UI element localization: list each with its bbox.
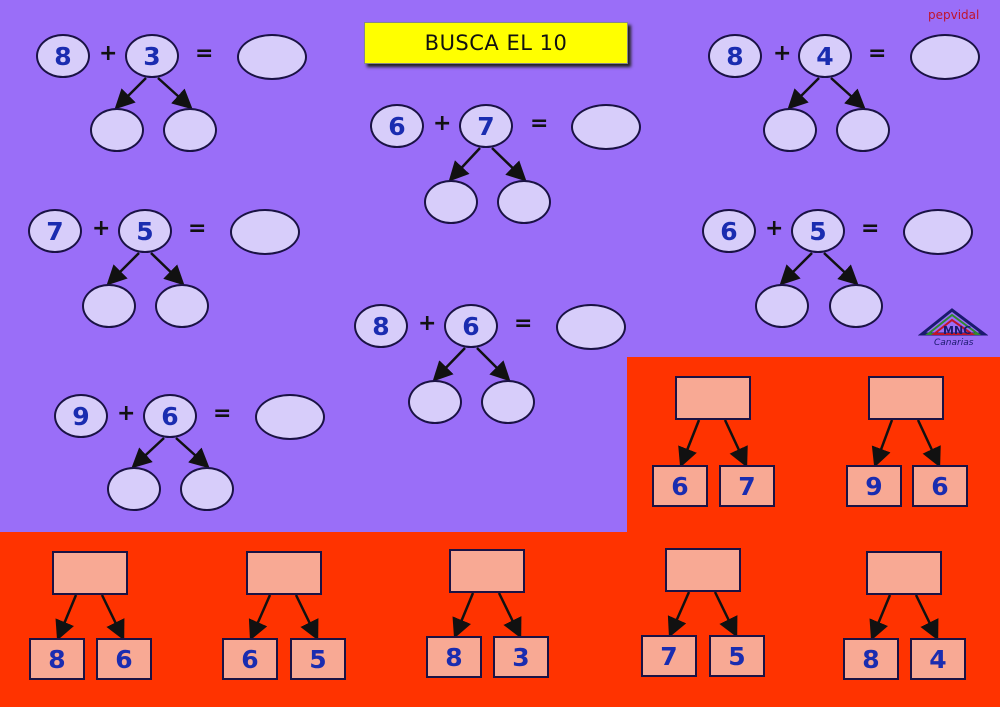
sum-box[interactable] <box>866 551 942 595</box>
split-right-oval[interactable] <box>829 284 883 328</box>
split-left-oval[interactable] <box>82 284 136 328</box>
worksheet-title: BUSCA EL 10 <box>364 22 628 64</box>
answer-oval[interactable] <box>903 209 973 255</box>
split-right-oval[interactable] <box>180 467 234 511</box>
addend-b-oval: 7 <box>459 104 513 148</box>
equals-sign: = <box>213 401 232 426</box>
answer-oval[interactable] <box>230 209 300 255</box>
addend-a-oval: 6 <box>370 104 424 148</box>
left-number-box: 9 <box>846 465 902 507</box>
addend-b-oval: 6 <box>143 394 197 438</box>
equals-sign: = <box>195 41 214 66</box>
plus-sign: + <box>92 216 111 241</box>
left-number-box: 8 <box>29 638 85 680</box>
left-number-box: 8 <box>426 636 482 678</box>
sum-box[interactable] <box>665 548 741 592</box>
left-number-box: 7 <box>641 635 697 677</box>
right-number-box: 3 <box>493 636 549 678</box>
addend-b-oval: 6 <box>444 304 498 348</box>
split-left-oval[interactable] <box>424 180 478 224</box>
answer-oval[interactable] <box>571 104 641 150</box>
mnc-logo: MNC Canarias <box>917 306 989 352</box>
sum-box[interactable] <box>449 549 525 593</box>
equals-sign: = <box>861 216 880 241</box>
addend-a-oval: 8 <box>354 304 408 348</box>
split-left-oval[interactable] <box>90 108 144 152</box>
sum-box[interactable] <box>675 376 751 420</box>
sum-box[interactable] <box>246 551 322 595</box>
addend-a-oval: 6 <box>702 209 756 253</box>
left-number-box: 6 <box>652 465 708 507</box>
split-right-oval[interactable] <box>481 380 535 424</box>
right-number-box: 5 <box>709 635 765 677</box>
plus-sign: + <box>773 41 792 66</box>
sum-box[interactable] <box>868 376 944 420</box>
left-number-box: 8 <box>843 638 899 680</box>
logo-subtitle: Canarias <box>934 338 974 348</box>
equals-sign: = <box>514 311 533 336</box>
split-right-oval[interactable] <box>836 108 890 152</box>
plus-sign: + <box>765 216 784 241</box>
split-left-oval[interactable] <box>755 284 809 328</box>
sum-box[interactable] <box>52 551 128 595</box>
answer-oval[interactable] <box>237 34 307 80</box>
right-number-box: 5 <box>290 638 346 680</box>
logo-roof-icon <box>917 308 989 336</box>
plus-sign: + <box>99 41 118 66</box>
equals-sign: = <box>530 111 549 136</box>
plus-sign: + <box>117 401 136 426</box>
right-number-box: 6 <box>912 465 968 507</box>
addend-a-oval: 8 <box>708 34 762 78</box>
right-number-box: 6 <box>96 638 152 680</box>
split-right-oval[interactable] <box>497 180 551 224</box>
addend-a-oval: 9 <box>54 394 108 438</box>
answer-oval[interactable] <box>910 34 980 80</box>
split-left-oval[interactable] <box>763 108 817 152</box>
plus-sign: + <box>418 311 437 336</box>
addend-a-oval: 7 <box>28 209 82 253</box>
right-number-box: 7 <box>719 465 775 507</box>
answer-oval[interactable] <box>556 304 626 350</box>
left-number-box: 6 <box>222 638 278 680</box>
addend-b-oval: 4 <box>798 34 852 78</box>
addend-a-oval: 8 <box>36 34 90 78</box>
addend-b-oval: 3 <box>125 34 179 78</box>
split-left-oval[interactable] <box>107 467 161 511</box>
addend-b-oval: 5 <box>791 209 845 253</box>
plus-sign: + <box>433 111 452 136</box>
addend-b-oval: 5 <box>118 209 172 253</box>
equals-sign: = <box>868 41 887 66</box>
author-credit: pepvidal <box>928 8 980 22</box>
split-right-oval[interactable] <box>155 284 209 328</box>
answer-oval[interactable] <box>255 394 325 440</box>
equals-sign: = <box>188 216 207 241</box>
split-right-oval[interactable] <box>163 108 217 152</box>
logo-text: MNC <box>943 324 972 337</box>
right-number-box: 4 <box>910 638 966 680</box>
split-left-oval[interactable] <box>408 380 462 424</box>
